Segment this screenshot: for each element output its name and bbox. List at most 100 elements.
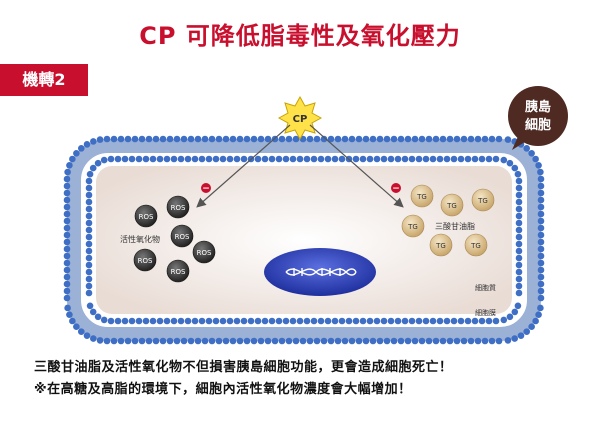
ros-label: ROS bbox=[175, 233, 190, 241]
membrane-bead bbox=[77, 328, 85, 335]
membrane-bead bbox=[66, 311, 73, 318]
tg-label: TG bbox=[470, 242, 481, 250]
membrane-bead bbox=[390, 337, 398, 345]
membrane-bead bbox=[359, 317, 367, 325]
membrane-bead bbox=[86, 170, 94, 178]
inhibit-icon: − bbox=[201, 183, 211, 194]
membrane-bead bbox=[184, 317, 192, 325]
membrane-bead bbox=[268, 155, 276, 163]
membrane-bead bbox=[278, 135, 286, 143]
tg-molecule bbox=[464, 233, 488, 257]
membrane-bead bbox=[184, 155, 192, 163]
membrane-bead bbox=[471, 155, 479, 163]
membrane-bead bbox=[460, 135, 468, 143]
membrane-bead bbox=[271, 337, 279, 345]
membrane-bead bbox=[110, 135, 118, 143]
tg-label: TG bbox=[477, 197, 488, 205]
membrane-bead bbox=[515, 191, 523, 199]
membrane-bead bbox=[338, 155, 346, 163]
membrane-bead bbox=[222, 135, 230, 143]
membrane-bead bbox=[313, 135, 321, 143]
membrane-bead bbox=[327, 135, 335, 143]
membrane-bead bbox=[404, 337, 412, 345]
membrane-bead bbox=[537, 168, 544, 176]
membrane-bead bbox=[341, 337, 349, 345]
membrane-bead bbox=[401, 155, 409, 163]
arrow-to-ros bbox=[196, 124, 291, 208]
membrane-bead bbox=[85, 191, 93, 199]
membrane-bead bbox=[467, 337, 475, 345]
membrane-bead bbox=[359, 155, 367, 163]
membrane-bead bbox=[152, 135, 160, 143]
membrane-bead bbox=[523, 328, 531, 335]
membrane-bead bbox=[504, 136, 512, 143]
membrane-bead bbox=[89, 308, 97, 316]
membrane-bead bbox=[537, 210, 545, 218]
membrane-bead bbox=[537, 231, 545, 239]
membrane-bead bbox=[495, 337, 503, 345]
pancreas-cell-bubble: 胰島 細胞 bbox=[508, 86, 568, 150]
membrane-bead bbox=[180, 337, 188, 345]
inhibit-icon: − bbox=[391, 183, 401, 194]
membrane-bead bbox=[443, 155, 451, 163]
membrane-bead bbox=[208, 135, 216, 143]
membrane-bead bbox=[515, 205, 523, 213]
membrane-bead bbox=[138, 135, 146, 143]
membrane-bead bbox=[138, 337, 146, 345]
membrane-bead bbox=[504, 337, 512, 344]
membrane-beads bbox=[63, 135, 545, 345]
membrane-bead bbox=[425, 135, 433, 143]
membrane-bead bbox=[511, 308, 519, 316]
membrane-bead bbox=[535, 311, 542, 318]
membrane-bead bbox=[537, 259, 545, 267]
membrane-bead bbox=[254, 317, 262, 325]
membrane-bead bbox=[453, 135, 461, 143]
membrane-bead bbox=[537, 175, 545, 183]
membrane-bead bbox=[63, 273, 71, 281]
membrane-bead bbox=[156, 317, 164, 325]
membrane-bead bbox=[187, 135, 195, 143]
membrane-bead bbox=[341, 135, 349, 143]
membrane-bead bbox=[485, 317, 493, 325]
membrane-bead bbox=[471, 317, 479, 325]
membrane-bead bbox=[446, 135, 454, 143]
membrane-bead bbox=[85, 198, 93, 206]
membrane-bead bbox=[226, 155, 234, 163]
membrane-bead bbox=[63, 203, 71, 211]
membrane-bead bbox=[289, 155, 297, 163]
membrane-bead bbox=[324, 155, 332, 163]
membrane-bead bbox=[63, 287, 71, 295]
membrane-bead bbox=[63, 182, 71, 190]
membrane-bead bbox=[296, 155, 304, 163]
membrane-bead bbox=[121, 317, 129, 325]
arrow-to-tg bbox=[309, 124, 404, 208]
membrane-bead bbox=[390, 135, 398, 143]
membrane-bead bbox=[429, 155, 437, 163]
membrane-bead bbox=[201, 135, 209, 143]
membrane-bead bbox=[362, 337, 370, 345]
membrane-bead bbox=[443, 317, 451, 325]
membrane-bead bbox=[537, 238, 545, 246]
membrane-bead bbox=[69, 155, 76, 163]
membrane-bead bbox=[418, 135, 426, 143]
membrane-bead bbox=[457, 155, 465, 163]
membrane-bead bbox=[77, 145, 85, 152]
membrane-bead bbox=[142, 155, 150, 163]
membrane-bead bbox=[422, 155, 430, 163]
membrane-bead bbox=[173, 135, 181, 143]
membrane-bead bbox=[285, 337, 293, 345]
membrane-bead bbox=[205, 155, 213, 163]
membrane-bead bbox=[528, 323, 535, 331]
membrane-bead bbox=[299, 337, 307, 345]
membrane-bead bbox=[208, 337, 216, 345]
membrane-bead bbox=[90, 138, 97, 145]
membrane-bead bbox=[352, 155, 360, 163]
tg-group-label: 三酸甘油脂 bbox=[435, 221, 475, 231]
membrane-bead bbox=[117, 135, 125, 143]
membrane-bead bbox=[236, 337, 244, 345]
membrane-bead bbox=[191, 317, 199, 325]
membrane-bead bbox=[261, 155, 269, 163]
ros-molecule bbox=[166, 195, 190, 219]
membrane-bead bbox=[85, 240, 93, 248]
membrane-bead bbox=[159, 337, 167, 345]
